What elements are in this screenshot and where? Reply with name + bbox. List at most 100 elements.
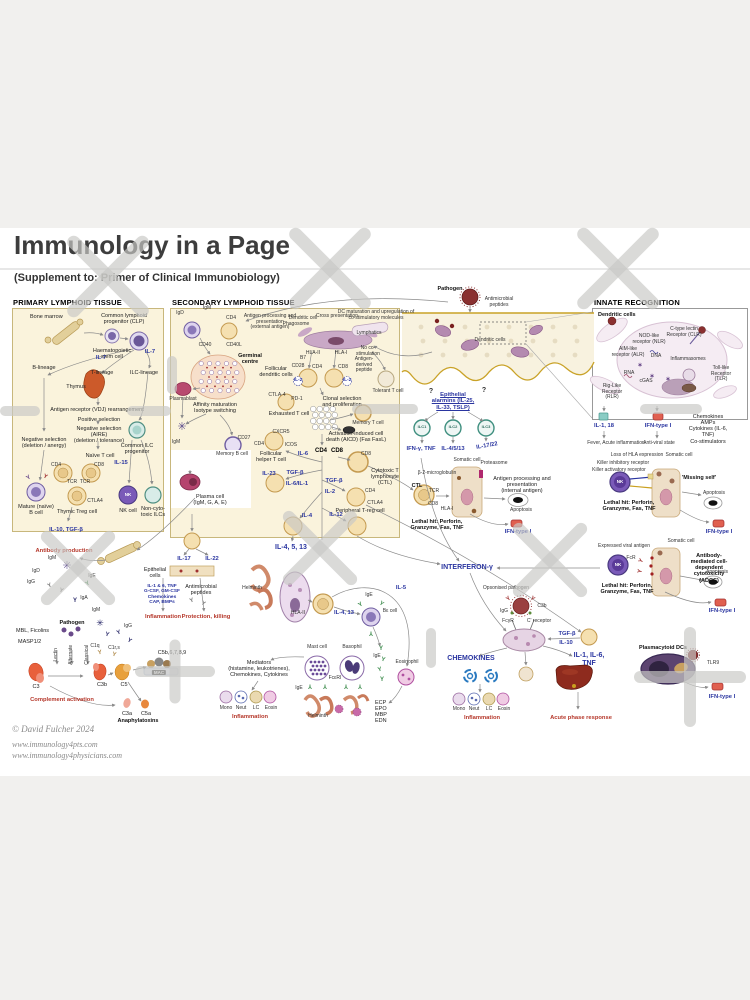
cd8-ctl-arrow <box>337 456 351 461</box>
viral-antigen-3 <box>650 572 654 576</box>
virus-innate-1 <box>607 316 617 326</box>
viral-antigen-1 <box>650 556 654 560</box>
nk-cell-3-inner <box>612 559 624 571</box>
mature-b-nucleus <box>31 487 41 497</box>
dc-link-line-2 <box>525 343 593 419</box>
nk-ifn-arrow <box>679 509 710 524</box>
neut2-lobe-2 <box>474 698 478 702</box>
helminth-worm-1 <box>303 694 321 718</box>
epi-dc-secondary-arrow <box>373 345 433 357</box>
t-cell-2 <box>220 322 238 340</box>
cd4-th1-arrow <box>321 507 347 522</box>
helminth-worm-6 <box>256 587 273 610</box>
clr-stick <box>689 331 701 345</box>
be-ige-arrow <box>372 626 381 647</box>
clp-nucleus <box>133 335 145 347</box>
somatic1-ifn-arrow <box>469 513 509 527</box>
neut2-lobe-1 <box>470 696 474 700</box>
somatic2-spot-1 <box>656 471 662 477</box>
epithelium-nuclei <box>418 324 580 358</box>
thymic-treg-nucleus <box>71 490 83 502</box>
bone-icon <box>52 321 80 345</box>
mono-cell-2 <box>452 692 466 706</box>
alarmin-ilc3-arrow <box>467 411 484 422</box>
cd4-th17-arrow <box>285 469 323 480</box>
inflammasome-blob <box>681 383 697 393</box>
ilc-ilc-arrow <box>140 439 154 485</box>
be-cell-nucleus <box>366 612 376 622</box>
adcc-apop-arrow <box>679 575 703 582</box>
pathogen2-dot-2 <box>68 631 74 637</box>
il2-circle-2 <box>342 376 352 386</box>
dc-arm-1 <box>297 327 313 337</box>
ifn-badge-0 <box>652 412 664 421</box>
bone-icon-2 <box>104 543 138 563</box>
epithelium-dc-1 <box>434 325 452 337</box>
mac-base <box>143 667 179 676</box>
innate-dc-arm-1 <box>596 317 628 343</box>
opsonised-pathogen <box>512 597 530 615</box>
bone2-knob-2 <box>133 541 141 549</box>
dc-t2-arrow <box>332 349 337 369</box>
th17eff-il22-arrow <box>195 548 209 556</box>
helminth-worm-5 <box>250 564 271 592</box>
eosin-cell-1 <box>263 690 277 704</box>
c3b-blob-hi <box>93 663 99 671</box>
c3-anaphyl-arrow <box>49 685 116 708</box>
apc-th2-arrow <box>307 599 313 603</box>
ctl-ctl2-arrow <box>367 465 414 491</box>
ptreg-treg2-arrow <box>365 504 582 633</box>
nk-missing-arrow <box>681 491 702 497</box>
poster-title: Immunology in a Page <box>14 230 290 260</box>
plasmablast-cell <box>174 382 192 396</box>
adcc-ifn-arrow <box>664 591 712 605</box>
dc-nucleus <box>328 337 344 345</box>
germinal-centre-shape <box>190 354 246 400</box>
basophil-nucleus-2 <box>352 662 360 674</box>
eosinophil-dot-1 <box>401 673 405 677</box>
somatic1-granule-1 <box>457 476 461 480</box>
helminth-worm-2 <box>318 695 334 716</box>
macrophage-spot-2 <box>526 642 530 646</box>
plasma-cell-nucleus <box>189 478 197 486</box>
apoptosis-blob-3 <box>708 579 718 585</box>
eosinophil-cell <box>397 668 415 686</box>
bt-germinal-arrow <box>199 337 211 355</box>
somatic2-spot-2 <box>669 478 675 484</box>
ifn-badge-4 <box>711 682 724 691</box>
somatic1-granule-2 <box>471 508 477 514</box>
naive-t-nucleus-2 <box>85 467 97 479</box>
dc-select-box <box>479 321 527 345</box>
kir-ligand <box>647 473 654 480</box>
crec-stick <box>529 619 535 631</box>
lc-cell-2 <box>482 692 496 706</box>
c5b-unit-3 <box>163 660 171 668</box>
website-url-1: www.immunology4pts.com <box>12 740 98 749</box>
naive-t-nucleus-1 <box>57 467 69 479</box>
macrophage-spot-1 <box>514 636 518 640</box>
mast-granules <box>309 660 327 676</box>
epithelial-strip-dot-1 <box>179 569 183 573</box>
copyright-text: © David Fulcher 2024 <box>12 724 95 734</box>
epithelium-bottom-wave <box>401 361 595 385</box>
t-clonal-arrow <box>319 387 324 396</box>
dc-tolerant-arrow <box>371 351 386 371</box>
th2-cytokine-arrow <box>290 535 295 542</box>
ifng-mac-arrow <box>469 572 507 632</box>
ctl-cell-2-nucleus <box>418 489 430 501</box>
bone2-knob-1 <box>97 557 105 565</box>
innate-dc-arm-3 <box>589 375 621 395</box>
nk-cell-2-inner <box>614 476 626 488</box>
plasmablast-down-arrow <box>180 396 184 419</box>
bone-knob-2 <box>76 318 84 326</box>
c3b-c5-arrow <box>107 672 114 676</box>
helminth-worm-4 <box>357 694 370 702</box>
mast-cell-shape <box>304 655 330 681</box>
apc-cell <box>279 571 311 623</box>
thymus-shape <box>83 369 105 399</box>
pdc-nucleus <box>649 661 669 677</box>
apc-spot-2 <box>298 588 302 592</box>
virus-pdc-spikes <box>686 648 700 662</box>
th17-cell <box>265 473 285 493</box>
